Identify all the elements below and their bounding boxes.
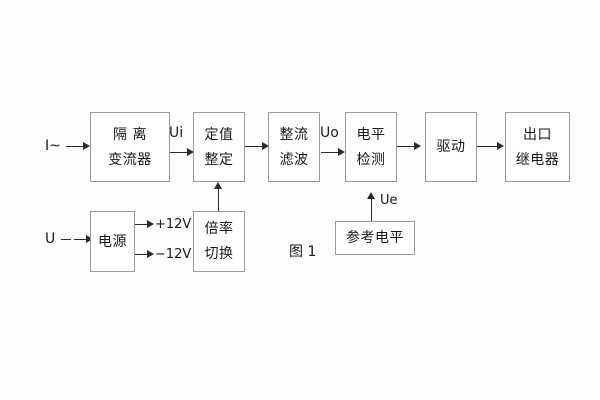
rail-positive-line [135,224,147,225]
rail-positive-label: +12V [155,217,192,232]
block-multiplier-switch-line-1: 倍率 [204,221,234,237]
block-output-relay[interactable]: 出口 继电器 [505,112,570,182]
ui-arrowhead [187,147,194,156]
signal-uo-label: Uo [320,125,339,141]
rail-negative-arrowhead [147,249,154,258]
block-level-detect-line-2: 检测 [356,151,386,168]
rail-negative-line [135,254,147,255]
signal-ue-label: Ue [380,193,398,208]
level-to-drive-arrowhead [414,141,421,150]
rail-positive-arrowhead [147,219,154,228]
current-input-arrowhead [83,141,90,150]
block-rectify-filter[interactable]: 整流 滤波 [268,112,320,182]
reference-to-level-arrowhead [367,192,375,199]
block-drive-line-1: 驱动 [436,139,466,155]
multiplier-to-setting-arrowhead [214,182,222,189]
block-setting[interactable]: 定值 整定 [193,112,245,182]
block-rectify-filter-line-2: 滤波 [279,151,309,168]
block-setting-line-1: 定值 [204,126,234,143]
block-level-detect[interactable]: 电平 检测 [345,112,397,182]
current-input-label: I~ [45,138,61,154]
block-isolation-ct[interactable]: 隔 离 变流器 [90,112,170,182]
block-multiplier-switch[interactable]: 倍率 切换 [193,211,245,272]
drive-to-relay-arrowhead [497,141,504,150]
block-power-supply-line-1: 电源 [98,233,127,250]
block-reference-level-line-1: 参考电平 [346,230,404,246]
drive-to-relay-line [477,146,497,147]
figure-caption: 图 1 [289,244,317,260]
block-isolation-ct-line-2: 变流器 [108,151,152,168]
multiplier-to-setting-line [218,189,219,211]
signal-ui-label: Ui [169,125,184,141]
block-multiplier-switch-line-2: 切换 [204,246,234,262]
block-output-relay-line-1: 出口 [523,126,552,143]
setting-to-rectify-arrowhead [262,141,269,150]
uo-arrow-line [321,152,338,153]
block-drive[interactable]: 驱动 [425,112,477,182]
level-to-drive-line [397,146,414,147]
current-input-line [66,146,83,147]
reference-to-level-line [371,199,372,221]
block-rectify-filter-line-1: 整流 [279,126,309,143]
block-setting-line-2: 整定 [204,151,234,168]
voltage-input-label: U [45,231,56,247]
block-level-detect-line-1: 电平 [356,126,386,143]
setting-to-rectify-line [245,146,262,147]
ui-arrow-line [170,152,187,153]
block-reference-level[interactable]: 参考电平 [335,221,415,255]
block-output-relay-line-2: 继电器 [515,151,560,168]
rail-negative-label: −12V [155,247,192,262]
block-isolation-ct-line-1: 隔 离 [113,126,147,143]
voltage-input-line [74,239,86,240]
block-power-supply[interactable]: 电源 [90,211,135,272]
voltage-input-arrowhead [86,234,93,243]
uo-arrowhead [338,147,345,156]
voltage-input-dash [61,239,71,240]
